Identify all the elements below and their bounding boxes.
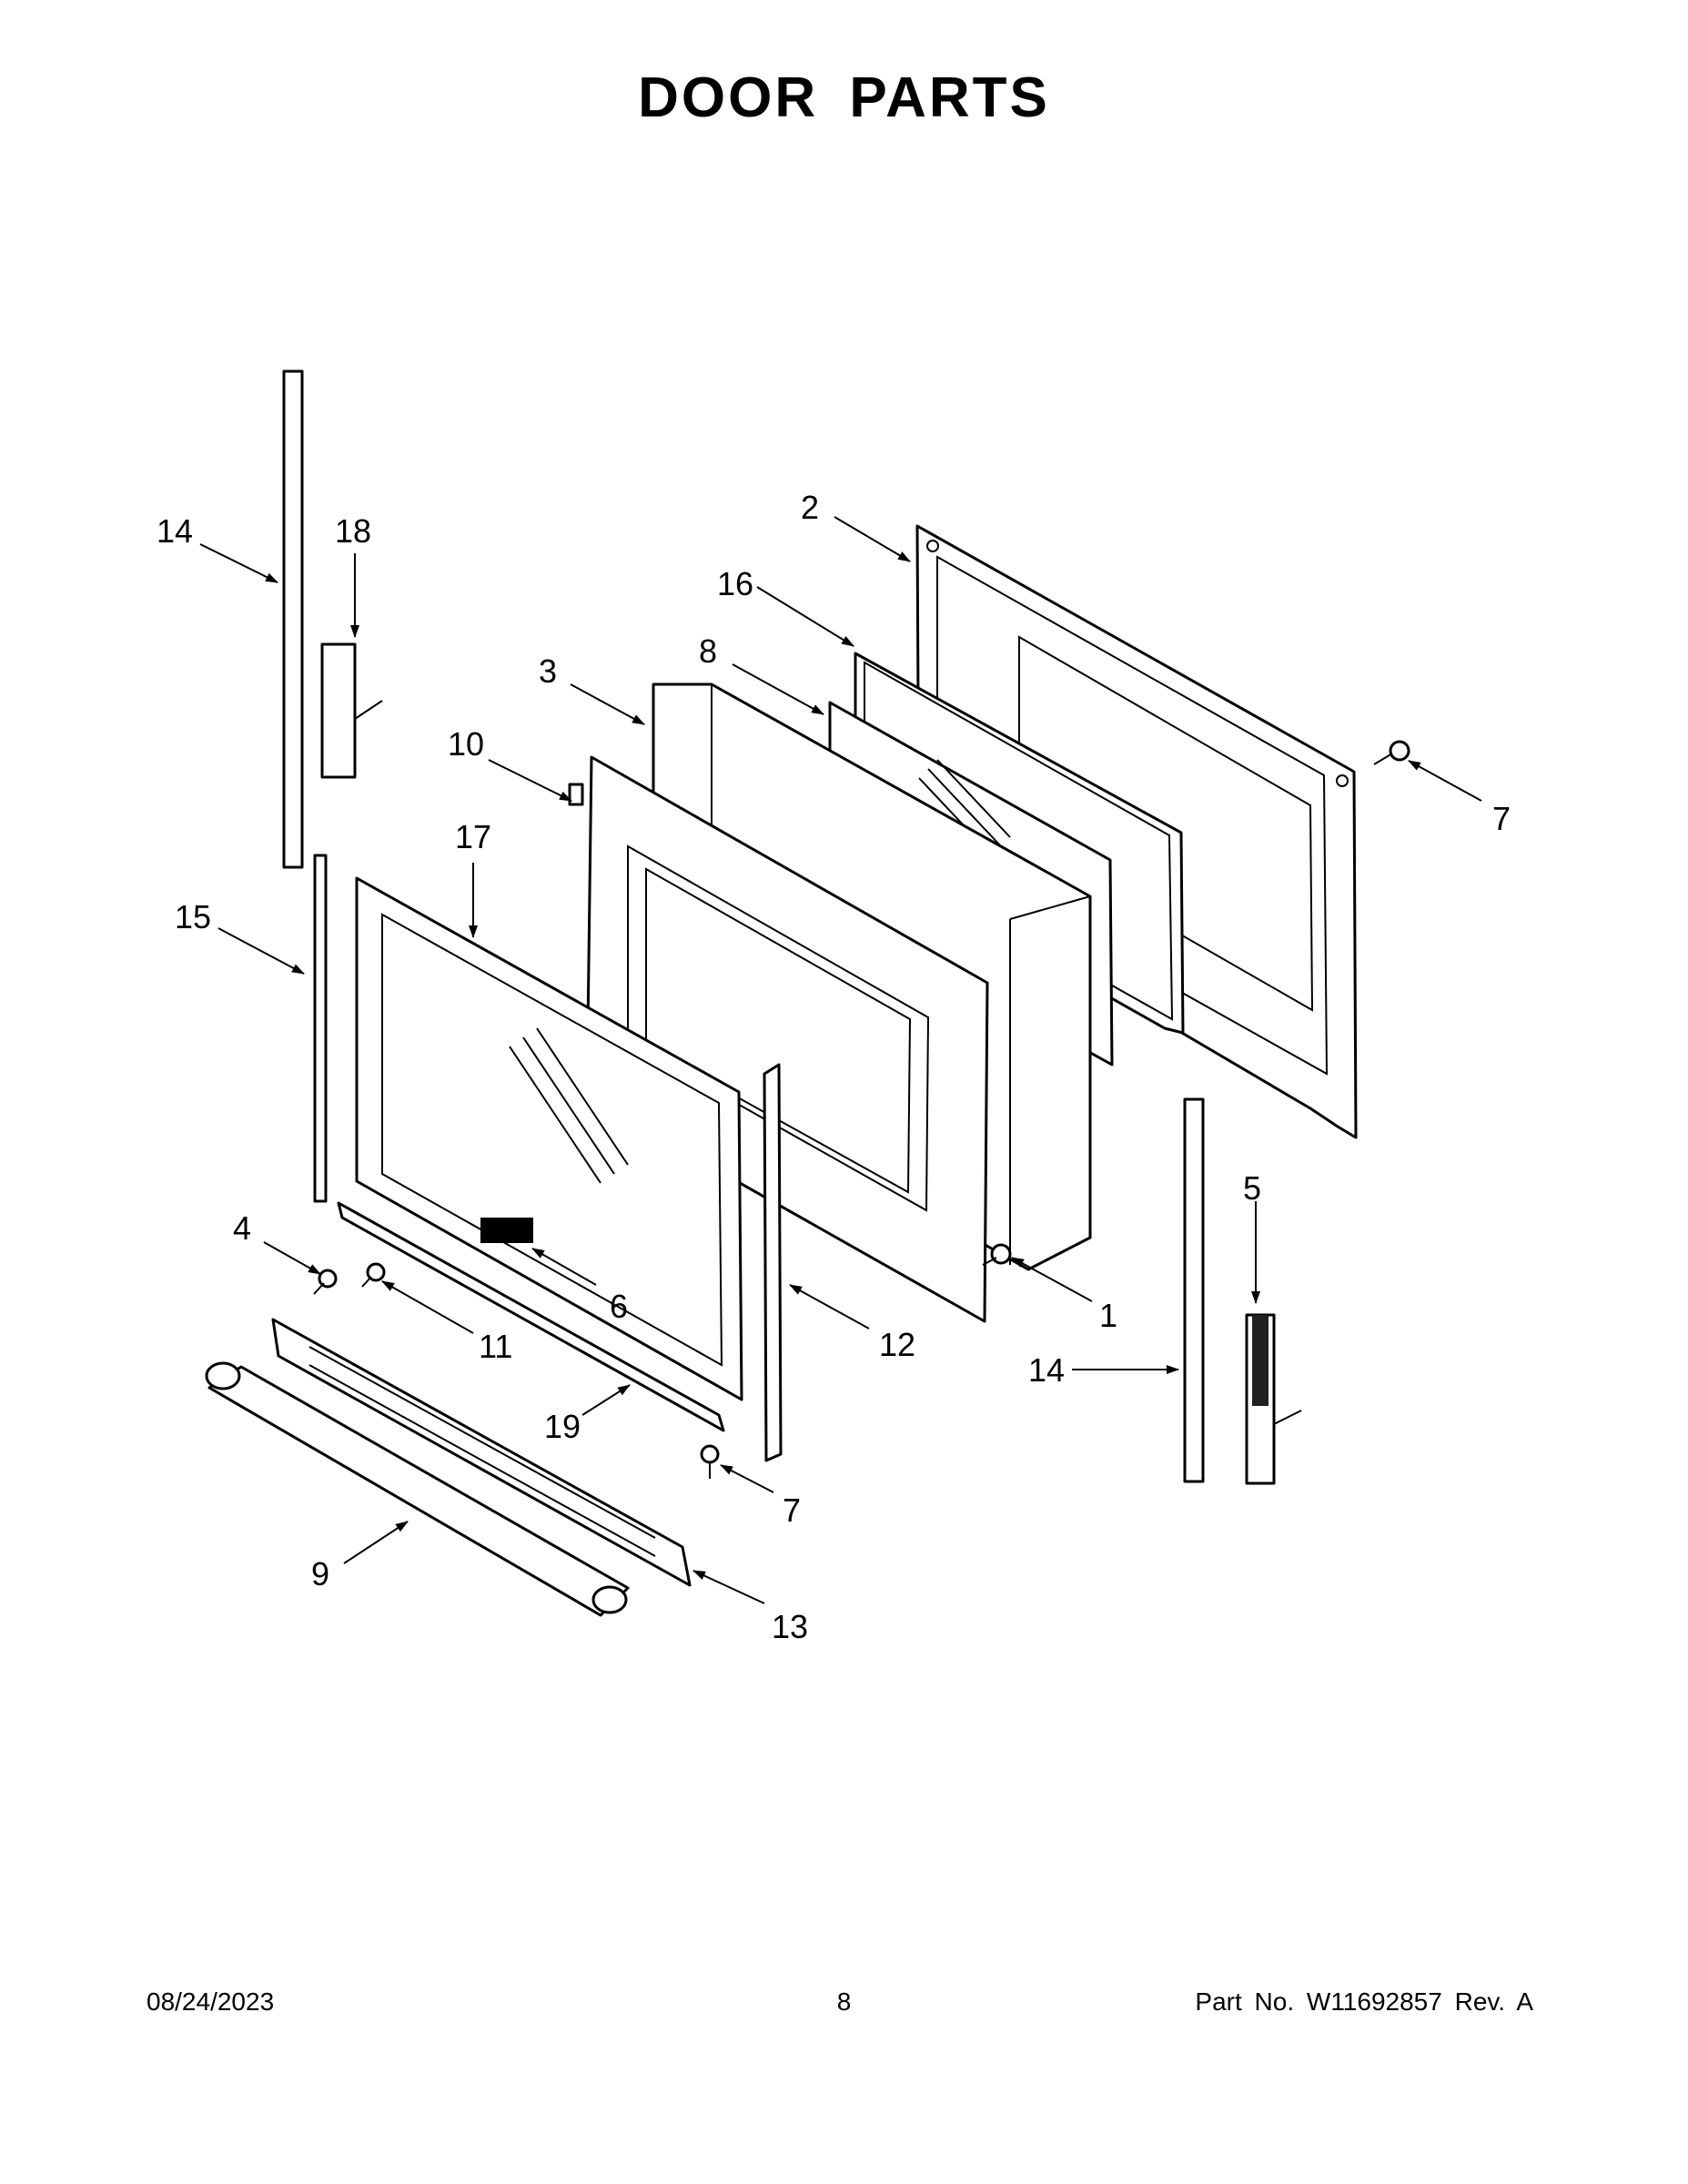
callout-19: 19	[544, 1408, 581, 1445]
callout-3: 3	[539, 652, 557, 690]
outer-door-glass	[355, 876, 743, 1401]
callout-7: 7	[783, 1491, 801, 1529]
hinge-left	[282, 369, 304, 869]
screw-icon	[1373, 740, 1410, 765]
side-trim-right	[763, 1063, 783, 1462]
hinge-right	[1183, 1097, 1205, 1483]
callout-13: 13	[772, 1608, 808, 1645]
callout-16: 16	[717, 565, 753, 602]
callout-2: 2	[801, 489, 819, 526]
vent-trim	[337, 1201, 725, 1432]
door-handle	[205, 1361, 630, 1617]
footer-date: 08/24/2023	[147, 1987, 275, 2016]
callout-1: 1	[1099, 1297, 1117, 1334]
callout-12: 12	[879, 1326, 915, 1363]
callout-10: 10	[448, 725, 484, 763]
callout-6: 6	[610, 1288, 628, 1325]
side-trim-left	[313, 854, 328, 1203]
screw-icon	[313, 1269, 338, 1295]
callout-8: 8	[699, 632, 717, 670]
screw-icon	[361, 1262, 386, 1288]
callout-15: 15	[175, 898, 211, 935]
callout-14: 14	[1028, 1351, 1065, 1389]
screw-icon	[700, 1444, 720, 1479]
inner-door-frame	[568, 755, 989, 1323]
callout-11: 11	[479, 1328, 512, 1365]
callout-14: 14	[157, 512, 193, 550]
leader-lines	[199, 516, 1482, 1604]
callout-7: 7	[1492, 800, 1511, 837]
callout-9: 9	[311, 1555, 329, 1592]
callout-17: 17	[455, 818, 491, 855]
page-title: DOOR PARTS	[638, 66, 1050, 129]
door-window-vent-6	[480, 1218, 533, 1243]
footer-part-number: Part No. W11692857 Rev. A	[1195, 1987, 1533, 2016]
screw-icon	[982, 1243, 1012, 1266]
hinge-receiver-right	[1245, 1313, 1302, 1485]
callout-5: 5	[1243, 1169, 1261, 1207]
handle-bracket	[271, 1318, 692, 1587]
callout-18: 18	[335, 512, 371, 550]
callout-4: 4	[233, 1209, 251, 1247]
hinge-receiver-left	[320, 642, 383, 779]
footer-page-number: 8	[836, 1987, 852, 2016]
